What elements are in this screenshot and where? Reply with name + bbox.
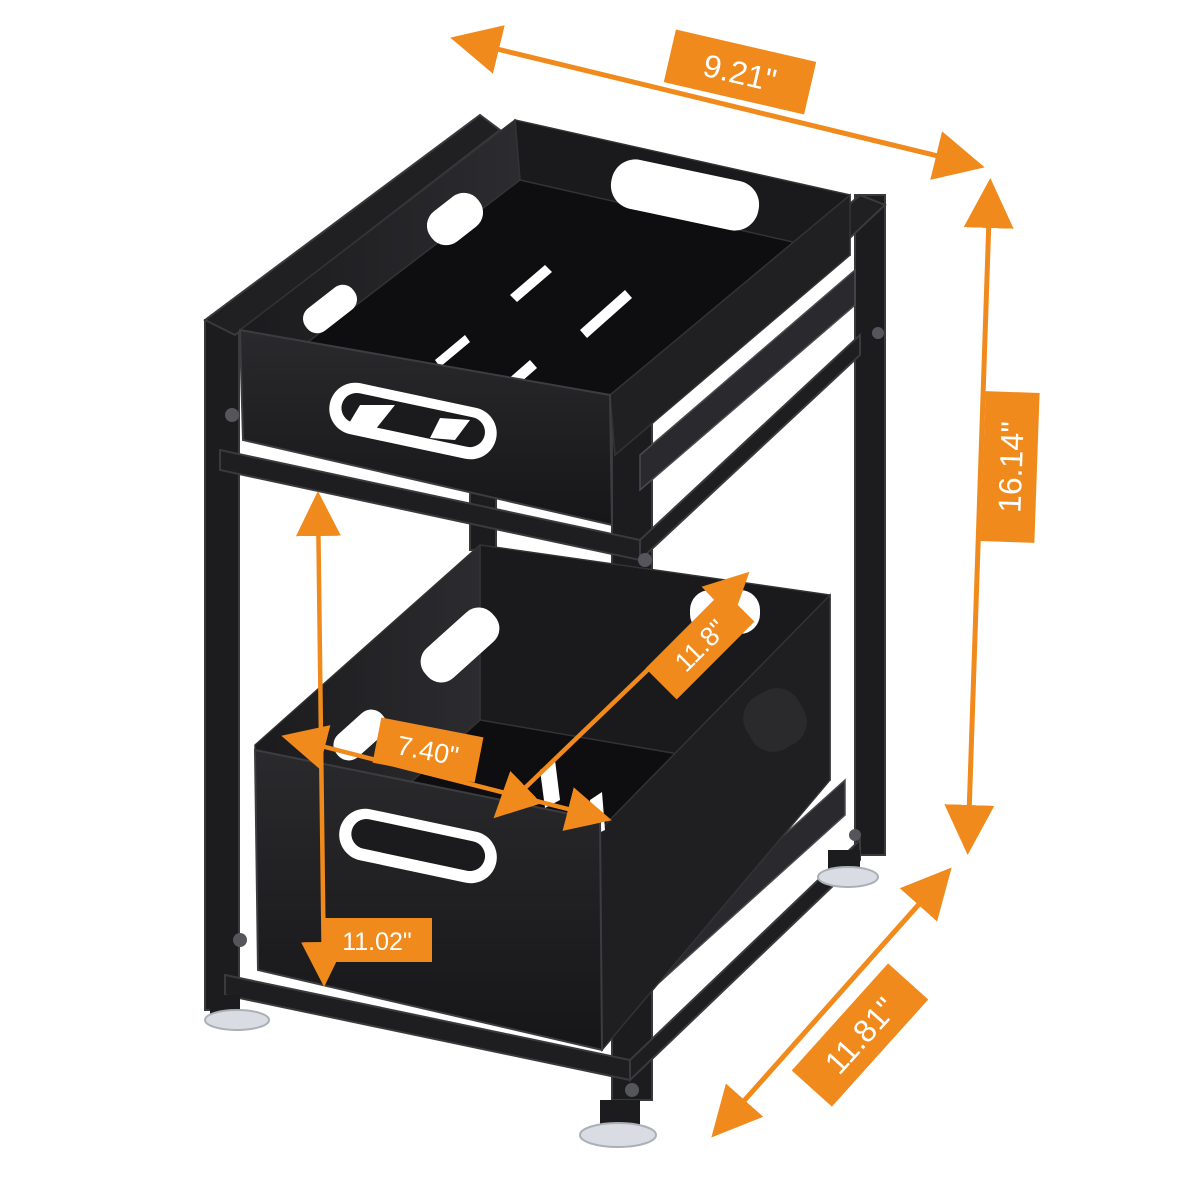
dimension-lines: 9.21" 16.14" 11.81" 11.8" 7.40"	[281, 25, 1040, 1138]
dimension-arrow-width	[450, 25, 985, 180]
inner-height-value: 11.02"	[342, 928, 412, 956]
dimension-label-depth: 11.81"	[791, 963, 929, 1107]
slide-rail-upper	[639, 268, 856, 492]
upper-basket-slot-left	[302, 284, 358, 334]
upper-basket-right-wall	[609, 193, 851, 457]
dimension-arrow-depth	[711, 867, 952, 1138]
dimension-arrow-height	[944, 178, 1014, 855]
bolt	[872, 327, 884, 339]
dimension-label-width: 9.21"	[663, 29, 817, 115]
bolt	[233, 933, 247, 947]
dimension-arrow-inner-height	[295, 491, 347, 987]
bolt	[849, 829, 861, 841]
frame-mid-rail-right	[639, 332, 861, 563]
dimension-label-basket-width: 7.40"	[372, 717, 484, 783]
frame-post-back-right	[854, 194, 886, 856]
frame-post-front-left	[204, 319, 240, 1011]
upper-basket-handle-left	[426, 192, 484, 246]
dimension-label-height: 16.14"	[980, 391, 1040, 543]
height-value: 16.14"	[991, 421, 1030, 514]
bolt	[625, 1083, 639, 1097]
foot-pad-front-right	[579, 1122, 657, 1148]
lower-basket-slot-left	[420, 607, 500, 683]
bolt	[638, 553, 652, 567]
foot-pad-back-right	[817, 866, 879, 888]
bolt	[225, 408, 239, 422]
foot-pad-front-left	[204, 1009, 270, 1031]
upper-basket	[238, 118, 851, 527]
dimension-label-inner-height: 11.02"	[322, 918, 432, 962]
